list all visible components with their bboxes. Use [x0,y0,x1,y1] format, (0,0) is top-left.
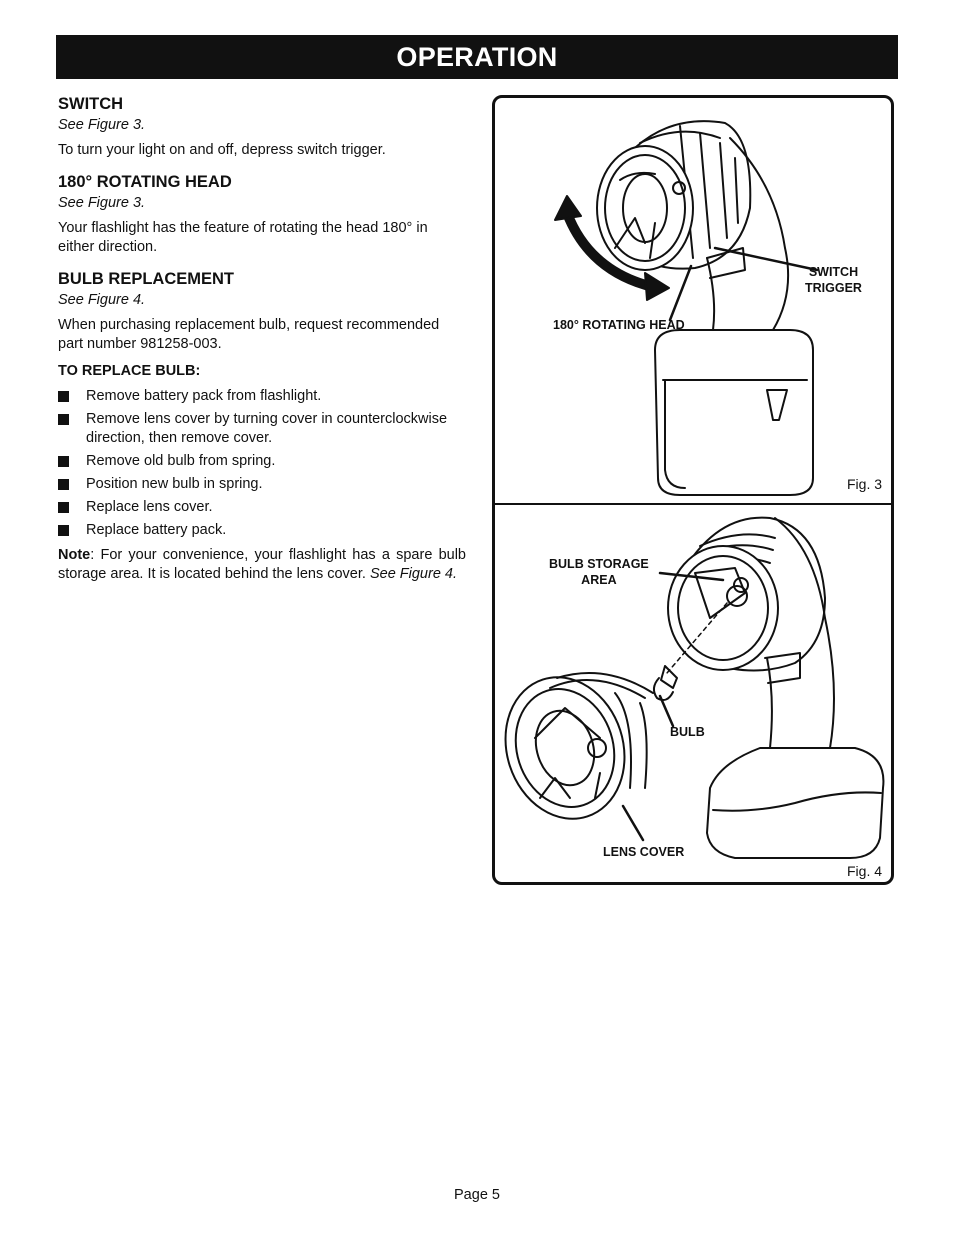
text-column: SWITCH See Figure 3. To turn your light … [58,94,466,590]
rotating-body: Your flashlight has the feature of rotat… [58,220,428,255]
page-title: OPERATION [56,35,898,79]
replace-steps-list: Remove battery pack from flashlight. Rem… [58,387,466,540]
replace-bulb-subheading: TO REPLACE BULB: [58,363,201,379]
bullet-square-icon [58,414,69,425]
switch-figure-ref: See Figure 3. [58,117,146,133]
rotating-heading: 180° ROTATING HEAD [58,173,232,191]
label-bulb: BULB [670,725,705,739]
bulb-figure-ref: See Figure 4. [58,292,146,308]
note-text: : For your convenience, your flashlight … [58,547,466,582]
note-label: Note [58,547,91,563]
bulb-heading: BULB REPLACEMENT [58,270,234,288]
list-item: Replace battery pack. [58,521,466,540]
list-item: Replace lens cover. [58,498,466,517]
bullet-square-icon [58,525,69,536]
label-bulb-storage-area: BULB STORAGE AREA [549,557,649,587]
label-switch-trigger: SWITCH TRIGGER [805,265,862,295]
bulb-body: When purchasing replacement bulb, reques… [58,317,440,352]
note-figure-ref: See Figure 4. [369,566,458,582]
figure3-flashlight-drawing [554,120,819,496]
label-rotating-head: 180° ROTATING HEAD [553,318,685,332]
figure4-caption: Fig. 4 [847,863,883,879]
page-number: Page 5 [454,1187,500,1203]
figure-panel: SWITCH TRIGGER 180° ROTATING HEAD Fig. 3… [492,95,894,885]
bullet-square-icon [58,391,69,402]
note-paragraph: Note: For your convenience, your flashli… [58,546,466,584]
list-item: Remove old bulb from spring. [58,452,466,471]
bullet-square-icon [58,479,69,490]
switch-heading: SWITCH [58,95,124,113]
figure-divider [495,503,891,505]
list-item: Position new bulb in spring. [58,475,466,494]
list-item: Remove lens cover by turning cover in co… [58,410,466,448]
rotating-figure-ref: See Figure 3. [58,195,146,211]
list-item: Remove battery pack from flashlight. [58,387,466,406]
flashlight-illustration [504,120,885,859]
bullet-square-icon [58,456,69,467]
switch-body: To turn your light on and off, depress s… [58,142,386,158]
bullet-square-icon [58,502,69,513]
figure4-flashlight-drawing [504,516,885,859]
label-lens-cover: LENS COVER [603,845,685,859]
figure3-caption: Fig. 3 [847,476,883,492]
